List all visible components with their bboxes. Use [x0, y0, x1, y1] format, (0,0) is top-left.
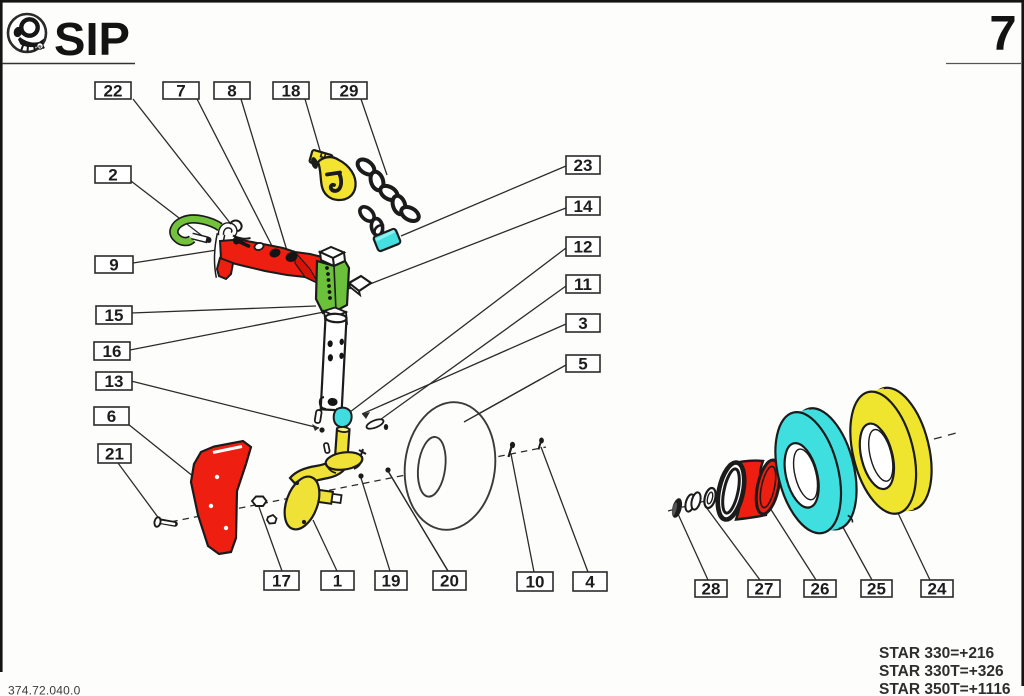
svg-text:3: 3 [578, 314, 587, 333]
svg-text:29: 29 [340, 82, 359, 101]
svg-text:8: 8 [227, 82, 236, 101]
svg-text:10: 10 [526, 573, 545, 592]
svg-text:5: 5 [578, 355, 587, 374]
svg-text:13: 13 [105, 372, 124, 391]
svg-text:11: 11 [574, 275, 592, 294]
svg-text:18: 18 [282, 82, 301, 101]
svg-text:28: 28 [702, 580, 721, 599]
svg-text:374.72.040.0: 374.72.040.0 [8, 684, 81, 696]
svg-text:16: 16 [103, 342, 122, 361]
svg-text:9: 9 [109, 256, 118, 275]
svg-text:1: 1 [333, 572, 342, 591]
svg-text:21: 21 [105, 445, 124, 464]
svg-text:SIP: SIP [54, 13, 130, 65]
svg-text:R: R [38, 44, 42, 50]
svg-text:7: 7 [176, 82, 185, 101]
svg-text:20: 20 [440, 572, 459, 591]
svg-text:12: 12 [574, 238, 593, 257]
svg-text:6: 6 [107, 407, 116, 426]
svg-text:25: 25 [867, 580, 886, 599]
svg-text:19: 19 [382, 572, 401, 591]
svg-text:7: 7 [989, 7, 1016, 61]
svg-text:24: 24 [928, 580, 947, 599]
svg-text:STAR 330=+216: STAR 330=+216 [879, 645, 995, 662]
svg-text:4: 4 [585, 573, 595, 592]
svg-text:22: 22 [104, 82, 123, 101]
svg-text:14: 14 [574, 197, 593, 216]
svg-text:27: 27 [755, 580, 774, 599]
svg-text:17: 17 [272, 572, 291, 591]
svg-text:STAR 330T=+326: STAR 330T=+326 [879, 663, 1004, 680]
svg-text:15: 15 [105, 306, 124, 325]
svg-text:2: 2 [108, 166, 117, 185]
svg-text:STAR 350T=+1116: STAR 350T=+1116 [879, 681, 1011, 696]
svg-text:23: 23 [574, 156, 593, 175]
svg-text:26: 26 [811, 580, 830, 599]
